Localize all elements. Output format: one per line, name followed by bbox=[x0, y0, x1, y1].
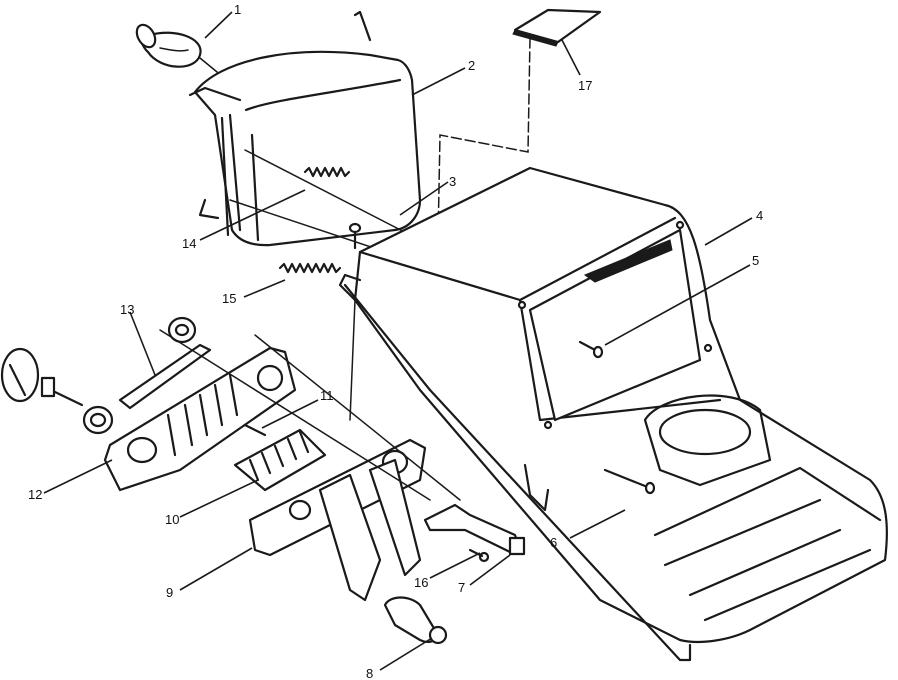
part-4-hood bbox=[338, 166, 888, 662]
part-15-spring bbox=[278, 262, 342, 274]
callout-16: 16 bbox=[414, 575, 428, 590]
leader-lines bbox=[43, 11, 753, 671]
part-3-screw bbox=[348, 222, 362, 250]
callout-3: 3 bbox=[449, 174, 456, 189]
part-16-screw bbox=[468, 548, 490, 563]
callout-9: 9 bbox=[166, 585, 173, 600]
callout-5: 5 bbox=[752, 253, 759, 268]
callout-12: 12 bbox=[28, 487, 42, 502]
part-2-headlight bbox=[188, 10, 426, 266]
part-8-bulb bbox=[383, 596, 448, 645]
part-12-nut bbox=[82, 405, 114, 435]
callout-17: 17 bbox=[578, 78, 592, 93]
grommet bbox=[167, 316, 197, 344]
callout-8: 8 bbox=[366, 666, 373, 680]
callout-1: 1 bbox=[234, 2, 241, 17]
part-5-screw bbox=[578, 340, 604, 359]
callout-13: 13 bbox=[120, 302, 134, 317]
callout-15: 15 bbox=[222, 291, 236, 306]
callout-10: 10 bbox=[165, 512, 179, 527]
callout-4: 4 bbox=[756, 208, 763, 223]
part-11-pin bbox=[243, 423, 267, 437]
part-7-switch bbox=[423, 503, 526, 556]
part-12-key-cap bbox=[0, 347, 84, 407]
part-13-bracket bbox=[118, 343, 212, 410]
part-10-connector bbox=[233, 428, 327, 492]
alignment-lines bbox=[159, 299, 461, 501]
part-14-spring bbox=[303, 166, 351, 178]
callout-labels: 1 2 3 4 5 6 7 8 9 10 11 12 13 14 15 16 1… bbox=[28, 2, 763, 680]
callout-7: 7 bbox=[458, 580, 465, 595]
part-6-screw bbox=[603, 468, 656, 495]
callout-11: 11 bbox=[320, 388, 334, 403]
callout-2: 2 bbox=[468, 58, 475, 73]
callout-6: 6 bbox=[550, 535, 557, 550]
callout-14: 14 bbox=[182, 236, 196, 251]
